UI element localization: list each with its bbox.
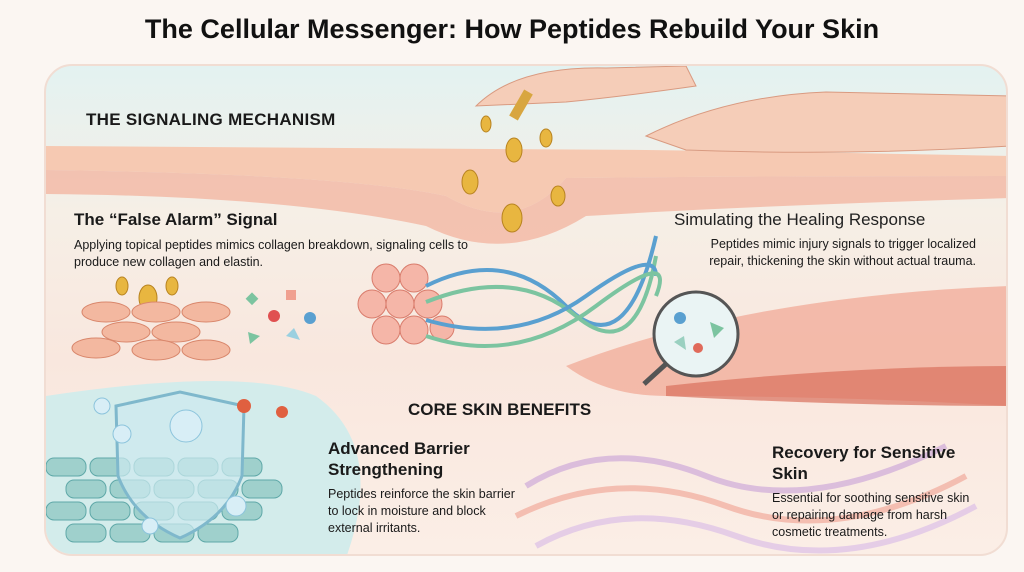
barrier-text: Peptides reinforce the skin barrier to l… xyxy=(328,487,515,535)
fibroblast-cell-cluster xyxy=(357,263,455,345)
hand-dropper-icon xyxy=(474,66,697,107)
soothing-waves xyxy=(514,443,978,554)
hand-touch-icon xyxy=(644,91,1006,153)
page-title: The Cellular Messenger: How Peptides Reb… xyxy=(144,14,880,44)
magnifier-icon xyxy=(642,290,740,386)
skin-cells-cluster xyxy=(71,301,231,361)
collagen-fibers xyxy=(425,235,662,348)
moisture-bubbles xyxy=(93,397,247,535)
shield-icon xyxy=(114,390,246,540)
barrier-title: Advanced Barrier Strengthening xyxy=(328,439,470,479)
peptide-molecules xyxy=(245,290,316,344)
section-heading-benefits: CORE SKIN BENEFITS xyxy=(408,400,592,419)
false-alarm-title: The “False Alarm” Signal xyxy=(74,210,278,229)
skin-dermis-layer xyxy=(46,170,1006,244)
false-alarm-text: Applying topical peptides mimics collage… xyxy=(74,238,468,269)
healing-response-text: Peptides mimic injury signals to trigger… xyxy=(709,237,976,268)
recovery-title: Recovery for Sensitive Skin xyxy=(772,443,956,483)
skin-surface-layer xyxy=(46,146,1006,213)
healing-response-title: Simulating the Healing Response xyxy=(674,210,926,229)
infographic-panel: THE SIGNALING MECHANISM The “False Alarm… xyxy=(44,64,1008,556)
illustration xyxy=(46,66,1006,554)
irritant-icons xyxy=(237,399,288,418)
section-heading-signaling: THE SIGNALING MECHANISM xyxy=(86,110,336,129)
recovery-text: Essential for soothing sensitive skin or… xyxy=(772,491,970,539)
dropper-icon xyxy=(509,89,533,121)
